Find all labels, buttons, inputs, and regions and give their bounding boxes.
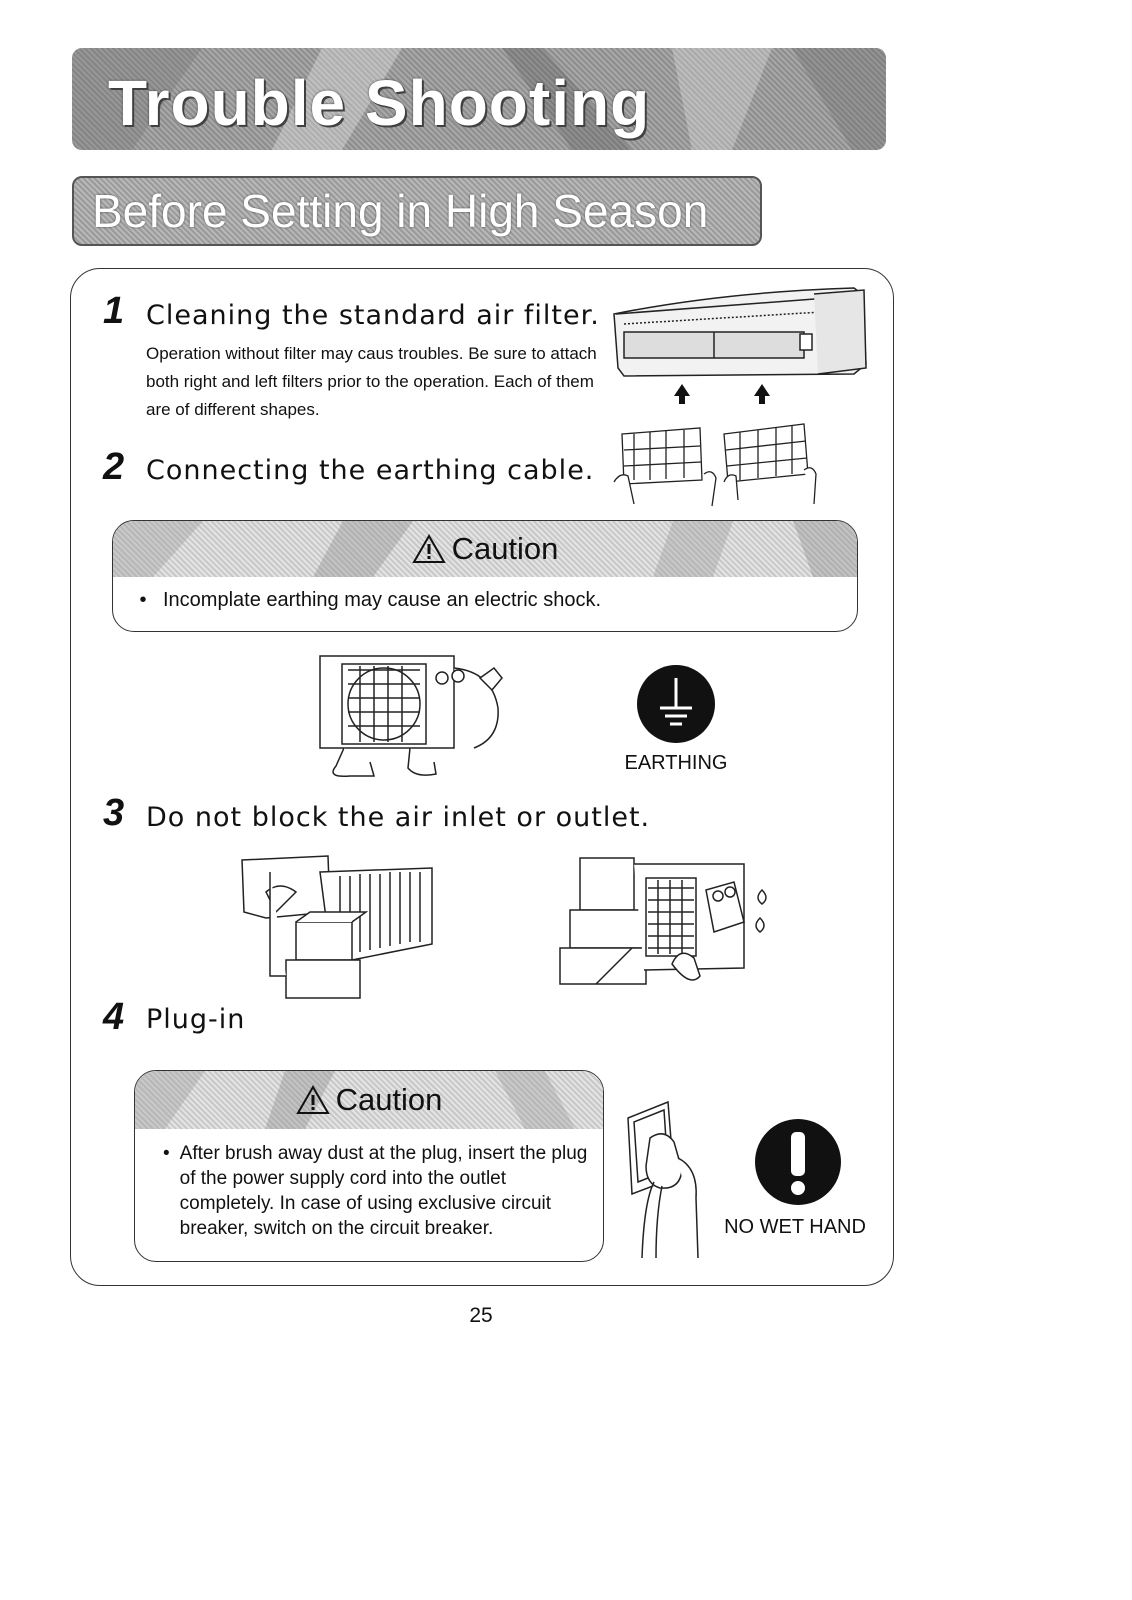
earthing-symbol-icon [637, 665, 715, 743]
step-1-text: Operation without filter may caus troubl… [146, 344, 597, 419]
caution-header: Caution [113, 521, 857, 577]
earthing-label: EARTHING [624, 752, 728, 774]
caution-header-decoration [135, 1071, 575, 1129]
list-item: • Incomplate earthing may cause an elect… [133, 587, 837, 613]
page-subtitle: Before Setting in High Season [92, 185, 709, 237]
title-banner: Trouble Shooting [72, 48, 886, 150]
no-wet-hand-label: NO WET HAND [724, 1216, 866, 1238]
blocked-outlet-illustration [559, 857, 767, 985]
page-number: 25 [469, 1304, 493, 1327]
list-item: • After brush away dust at the plug, ins… [163, 1141, 591, 1241]
step-2-heading: Connecting the earthing cable. [146, 455, 595, 486]
step-3-heading: Do not block the air inlet or outlet. [146, 802, 651, 833]
content-frame [70, 268, 894, 1286]
step-4-number: 4 [103, 996, 125, 1038]
caution-title: Caution [335, 1082, 443, 1117]
plug-in-hand-illustration [627, 1100, 699, 1259]
caution-header-decoration [113, 521, 857, 577]
step-1-heading: Cleaning the standard air filter. [146, 300, 600, 331]
caution-body: • Incomplate earthing may cause an elect… [113, 577, 857, 623]
step-3-number: 3 [103, 792, 125, 834]
page-title: Trouble Shooting [108, 67, 651, 139]
caution-box-earthing: Caution • Incomplate earthing may cause … [112, 520, 858, 632]
warning-triangle-icon [411, 534, 446, 563]
exclamation-icon [755, 1119, 841, 1205]
step-1-number: 1 [103, 290, 125, 332]
warning-triangle-icon [295, 1085, 330, 1114]
banner-decoration [72, 48, 886, 150]
indoor-unit-filter-illustration [613, 287, 867, 507]
caution-text: After brush away dust at the plug, inser… [179, 1143, 588, 1239]
step-2-number: 2 [103, 446, 125, 488]
caution-box-plug: Caution • After brush away dust at the p… [134, 1070, 604, 1262]
caution-body: • After brush away dust at the plug, ins… [135, 1129, 603, 1251]
caution-text: Incomplate earthing may cause an electri… [163, 589, 601, 611]
caution-header: Caution [135, 1071, 603, 1129]
subtitle-banner: Before Setting in High Season [72, 176, 762, 246]
bullet-icon: • [139, 589, 147, 611]
step-4-heading: Plug-in [146, 1004, 246, 1035]
bullet-icon: • [163, 1143, 170, 1164]
blocked-inlet-illustration [241, 855, 433, 999]
caution-title: Caution [451, 531, 559, 566]
outdoor-unit-character-illustration [319, 655, 503, 778]
